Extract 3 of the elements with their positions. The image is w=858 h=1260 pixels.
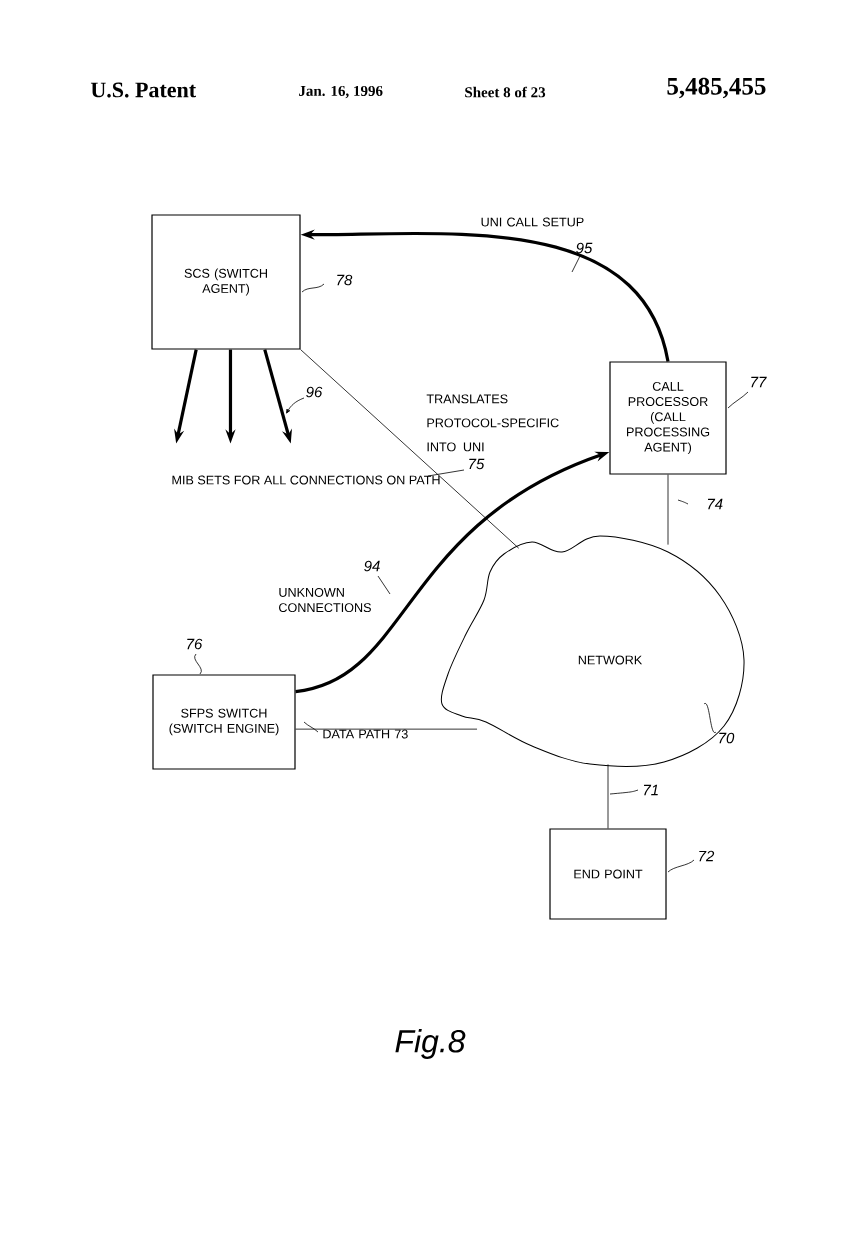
header-text: U.S. Patent [90,82,196,98]
figure-caption: Fig.8 [395,1029,466,1059]
header-text: 5,485,455 [667,77,766,99]
